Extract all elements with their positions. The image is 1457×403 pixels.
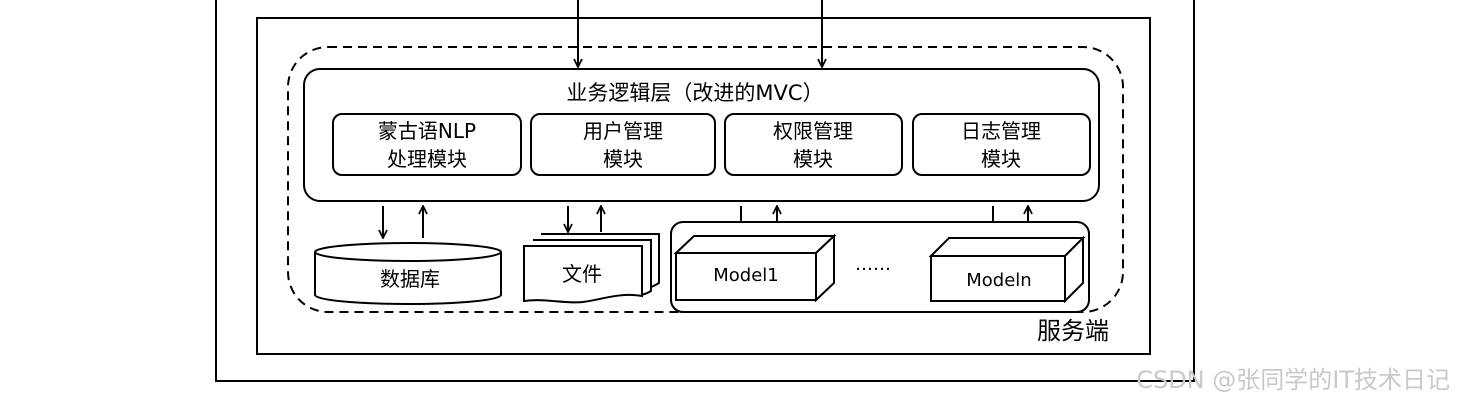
module-user-line2: 模块 (603, 147, 643, 171)
model1-box-icon (673, 233, 837, 303)
module-permission-line1: 权限管理 (773, 119, 853, 143)
module-nlp-line2: 处理模块 (387, 147, 467, 171)
arrows-database (383, 206, 423, 238)
module-permission-management: 权限管理 模块 (724, 113, 903, 176)
module-user-management: 用户管理 模块 (530, 113, 716, 176)
server-box (256, 17, 1151, 355)
models-ellipsis: …… (855, 254, 891, 275)
module-permission-line2: 模块 (793, 147, 833, 171)
server-label: 服务端 (1037, 317, 1109, 345)
module-log-line1: 日志管理 (961, 119, 1041, 143)
module-log-line2: 模块 (981, 147, 1021, 171)
arrows-files (568, 206, 601, 232)
module-log-management: 日志管理 模块 (912, 113, 1091, 176)
layer-title: 业务逻辑层（改进的MVC） (566, 81, 823, 105)
database-label: 数据库 (380, 267, 440, 291)
database-icon (314, 242, 502, 305)
watermark: CSDN @张同学的IT技术日记 (1136, 366, 1450, 394)
module-user-line1: 用户管理 (583, 119, 663, 143)
modeln-label: Modeln (966, 270, 1031, 291)
module-nlp: 蒙古语NLP 处理模块 (332, 113, 522, 176)
files-label: 文件 (562, 262, 602, 286)
modeln-box-icon (928, 235, 1086, 304)
files-icon (523, 233, 660, 304)
module-nlp-line1: 蒙古语NLP (378, 119, 476, 143)
outer-frame (215, 0, 1195, 382)
model1-label: Model1 (713, 265, 779, 286)
